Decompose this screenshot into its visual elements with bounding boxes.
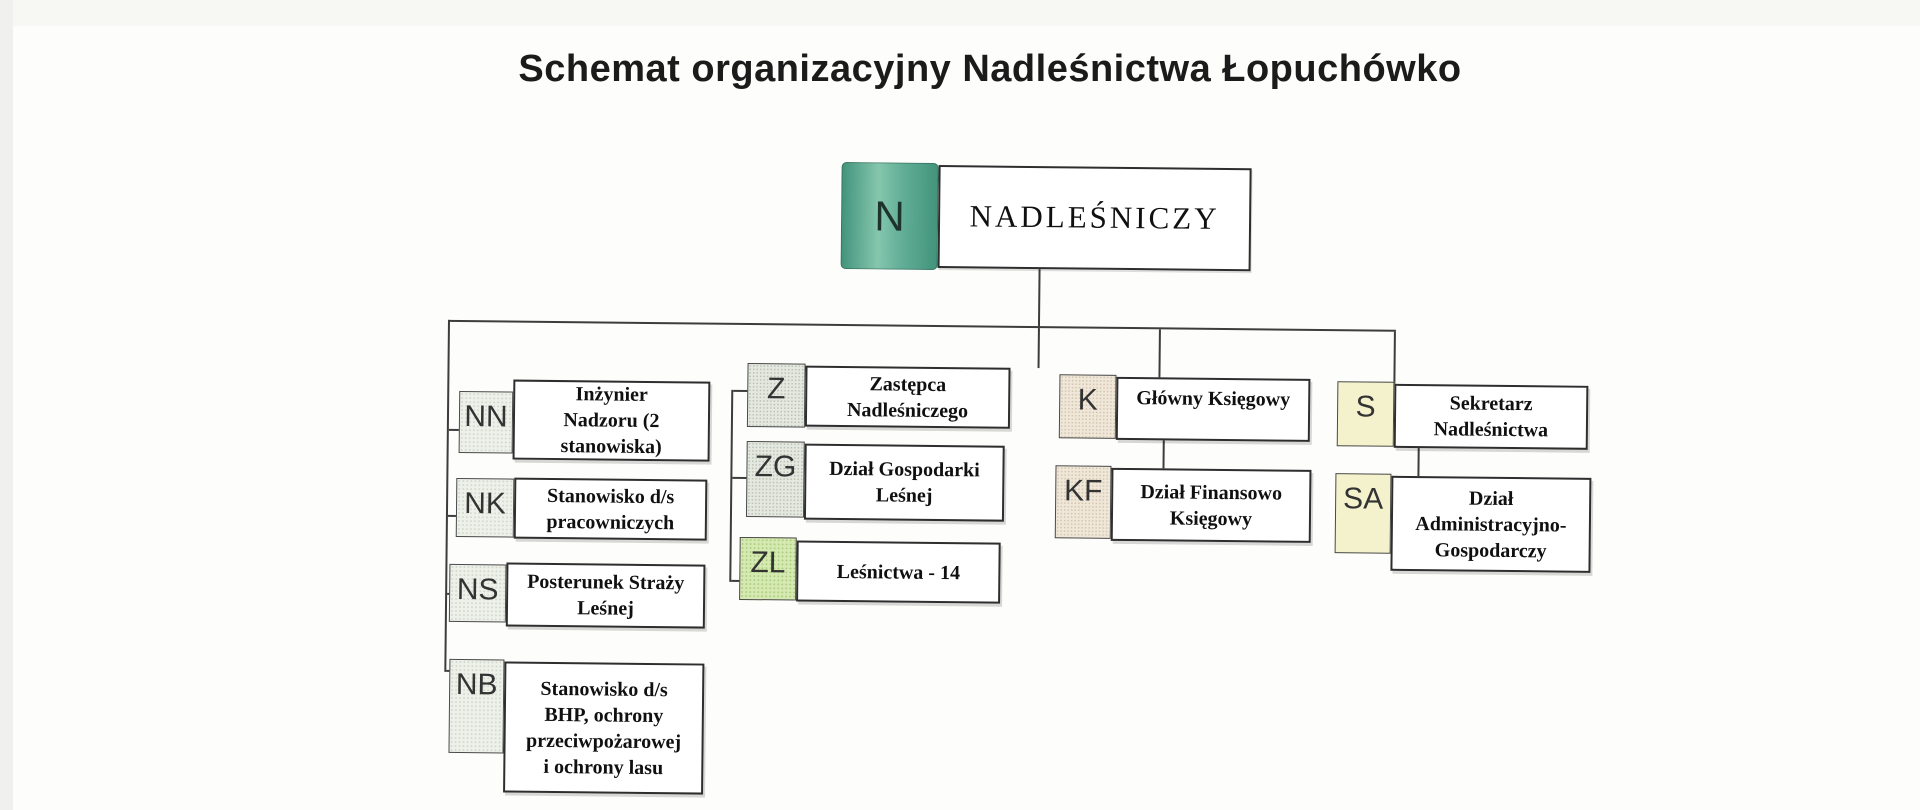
node-code-badge-n: N — [840, 161, 939, 270]
node-code-badge-nn: NN — [458, 390, 514, 454]
node-label-z: Zastępca Nadleśniczego — [804, 365, 1011, 429]
node-label-nn: Inżynier Nadzoru (2 stanowiska) — [512, 379, 711, 462]
connector-rail — [447, 319, 1396, 332]
node-code-badge-ns: NS — [448, 563, 507, 623]
node-code-badge-nk: NK — [455, 477, 515, 538]
node-label-kf: Dział Finansowo Księgowy — [1110, 467, 1312, 543]
node-code-badge-s: S — [1336, 381, 1395, 447]
node-code-badge-kf: KF — [1054, 465, 1112, 539]
node-label-sa: Dział Administracyjno- Gospodarczy — [1390, 475, 1592, 573]
node-code-badge-zl: ZL — [739, 536, 797, 601]
node-label-zg: Dział Gospodarki Leśnej — [803, 443, 1005, 522]
node-label-nb: Stanowisko d/s BHP, ochrony przeciwpożar… — [503, 661, 705, 795]
node-code-badge-zg: ZG — [745, 441, 805, 518]
node-label-ns: Posterunek Straży Leśnej — [505, 562, 706, 629]
node-code-badge-z: Z — [746, 363, 806, 428]
connector-root-drop — [1037, 269, 1041, 328]
node-label-zl: Leśnictwa - 14 — [796, 540, 1001, 604]
connector-middle-spine — [729, 389, 734, 582]
connector-k-kf-link — [1162, 439, 1165, 470]
node-label-n: NADLEŚNICZY — [937, 165, 1252, 272]
node-code-badge-sa: SA — [1334, 473, 1392, 554]
node-code-badge-nb: NB — [448, 658, 505, 754]
connector-s-drop — [1393, 331, 1396, 386]
node-label-nk: Stanowisko d/s pracowniczych — [513, 477, 708, 541]
connector-k-drop — [1158, 329, 1161, 381]
scan-edge-left — [0, 0, 13, 810]
scan-edge-top — [0, 0, 1920, 26]
connector-s-sa-link — [1417, 448, 1420, 478]
node-code-badge-k: K — [1058, 374, 1117, 439]
node-label-k: Główny Księgowy — [1115, 376, 1311, 442]
connector-z-drop — [1037, 328, 1040, 369]
org-chart-title: Schemat organizacyjny Nadleśnictwa Łopuc… — [518, 48, 1462, 90]
node-label-s: Sekretarz Nadleśnictwa — [1393, 383, 1589, 450]
